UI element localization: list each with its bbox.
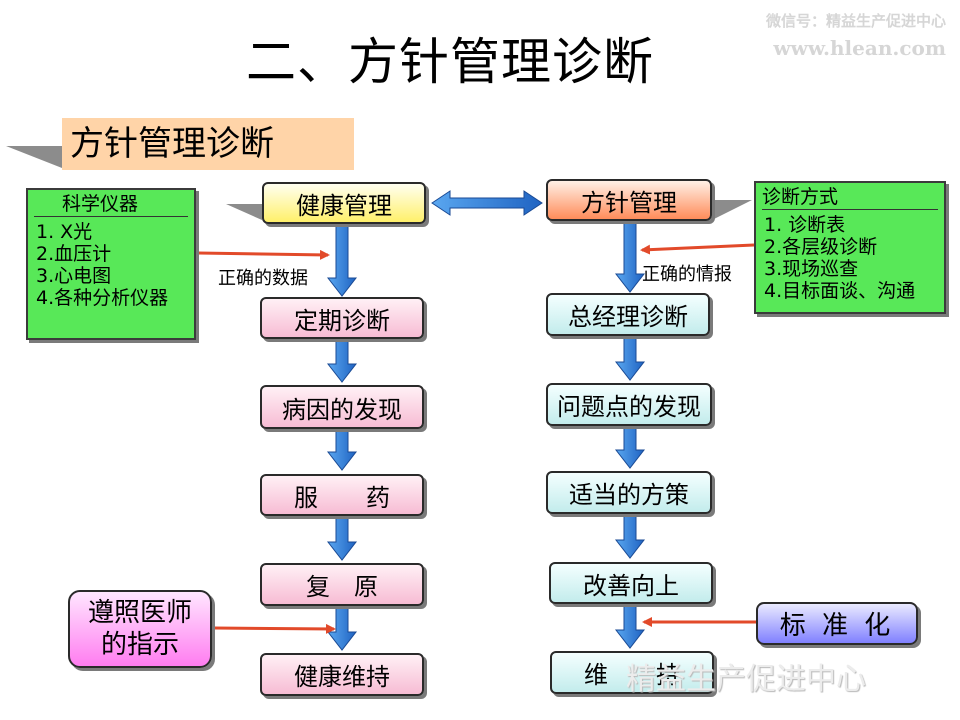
left-flow-arrow-3 [326,429,358,471]
header-right-wedge [712,200,752,220]
info-box-item: 2.血压计 [36,243,112,265]
right-flow-arrow-4 [614,515,646,559]
watermark-top: 微信号：精益生产促进中心 www.hlean.com [766,8,946,62]
info-box-divider [34,216,188,217]
node-recovery: 复 原 [260,563,424,606]
info-box-item: 4.目标面谈、沟通 [764,280,916,302]
subtitle-wedge [6,146,62,168]
pointer-arrow-instruments [197,249,330,260]
info-box-title: 科学仪器 [62,193,139,215]
node-standardization: 标 准 化 [756,602,918,645]
right-flow-arrow-2 [614,337,646,381]
pointer-arrow-diagnosis-methods [640,243,755,255]
edge-label-correct-data: 正确的数据 [218,268,308,289]
left-flow-arrow-1 [326,225,358,297]
info-box-item: 3.现场巡查 [764,258,859,280]
header-left-wedge [226,204,262,220]
watermark-footer: 精益生产促进中心 [626,662,866,697]
page-title: 二、方针管理诊断 [246,33,654,91]
info-box-title: 诊断方式 [762,186,839,208]
watermark-line-2: www.hlean.com [773,36,946,60]
node-periodic-diagnosis: 定期诊断 [260,297,424,339]
info-box-divider [762,209,938,210]
node-appropriate-measures: 适当的方策 [546,471,712,514]
pointer-arrow-doctor [213,623,336,634]
info-box-item: 3.心电图 [36,265,112,287]
info-box-item: 4.各种分析仪器 [36,287,169,309]
watermark-line-1: 微信号：精益生产促进中心 [765,12,946,30]
node-take-medicine: 服 药 [260,474,424,516]
right-flow-arrow-5 [614,605,646,649]
info-box-item: 1. X光 [36,221,93,243]
info-box-item: 1. 诊断表 [764,214,846,236]
node-cause-discovery: 病因的发现 [260,385,424,429]
info-box-item: 2.各层级诊断 [764,236,878,258]
node-policy-management: 方针管理 [546,179,712,221]
node-follow-doctor-instructions: 遵照医师 的指示 [68,590,212,668]
right-flow-arrow-3 [614,427,646,469]
edge-label-correct-info: 正确的情报 [642,264,732,285]
left-flow-arrow-4 [326,517,358,561]
node-health-maintenance: 健康维持 [260,653,424,696]
node-maintenance: 维 持 [550,651,714,694]
section-subtitle: 方针管理诊断 [62,118,354,170]
left-flow-arrow-2 [326,339,358,383]
node-president-diagnosis: 总经理诊断 [546,293,710,336]
right-flow-arrows [614,221,646,649]
right-flow-arrow-1 [614,221,646,293]
node-problem-discovery: 问题点的发现 [546,383,712,426]
node-improvement: 改善向上 [549,562,713,604]
double-arrow [431,190,543,216]
info-box-diagnosis-methods: 诊断方式 1. 诊断表 2.各层级诊断 3.现场巡查 4.目标面谈、沟通 [754,181,946,314]
info-box-scientific-instruments: 科学仪器 1. X光 2.血压计 3.心电图 4.各种分析仪器 [26,188,196,340]
node-health-management: 健康管理 [262,182,426,224]
